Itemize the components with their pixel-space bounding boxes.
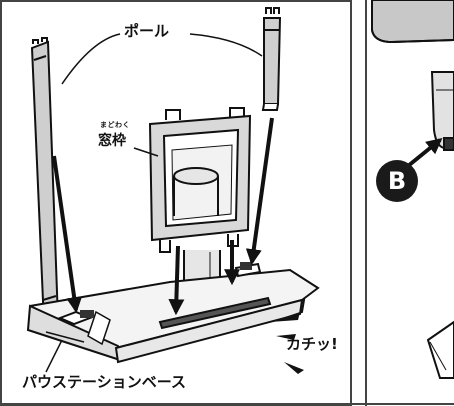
callout-b-badge: B (376, 160, 418, 202)
leader-base (45, 339, 63, 373)
arrow-frame-left-down (168, 245, 185, 316)
label-window-frame-reading: まどわく (100, 121, 130, 129)
leader-pole-right (189, 33, 263, 57)
label-pole: ポール (124, 22, 170, 40)
arrow-left-pole-down (52, 155, 83, 314)
leader-window-frame (133, 147, 159, 157)
label-click-sound: カチッ! (286, 335, 338, 353)
right-panel-device-top (371, 0, 454, 44)
arrow-right-pole-down (245, 117, 274, 266)
leader-pole-left (61, 33, 121, 85)
right-panel-base-fragment (426, 320, 454, 379)
label-power-station-base: パウステーションベース (22, 373, 186, 391)
right-pole (261, 7, 282, 111)
callout-b-arrow (406, 137, 443, 168)
click-marks (270, 312, 304, 374)
label-window-frame: 窓枠 (98, 133, 126, 149)
right-panel-cup (430, 71, 454, 151)
left-pole (30, 37, 60, 332)
